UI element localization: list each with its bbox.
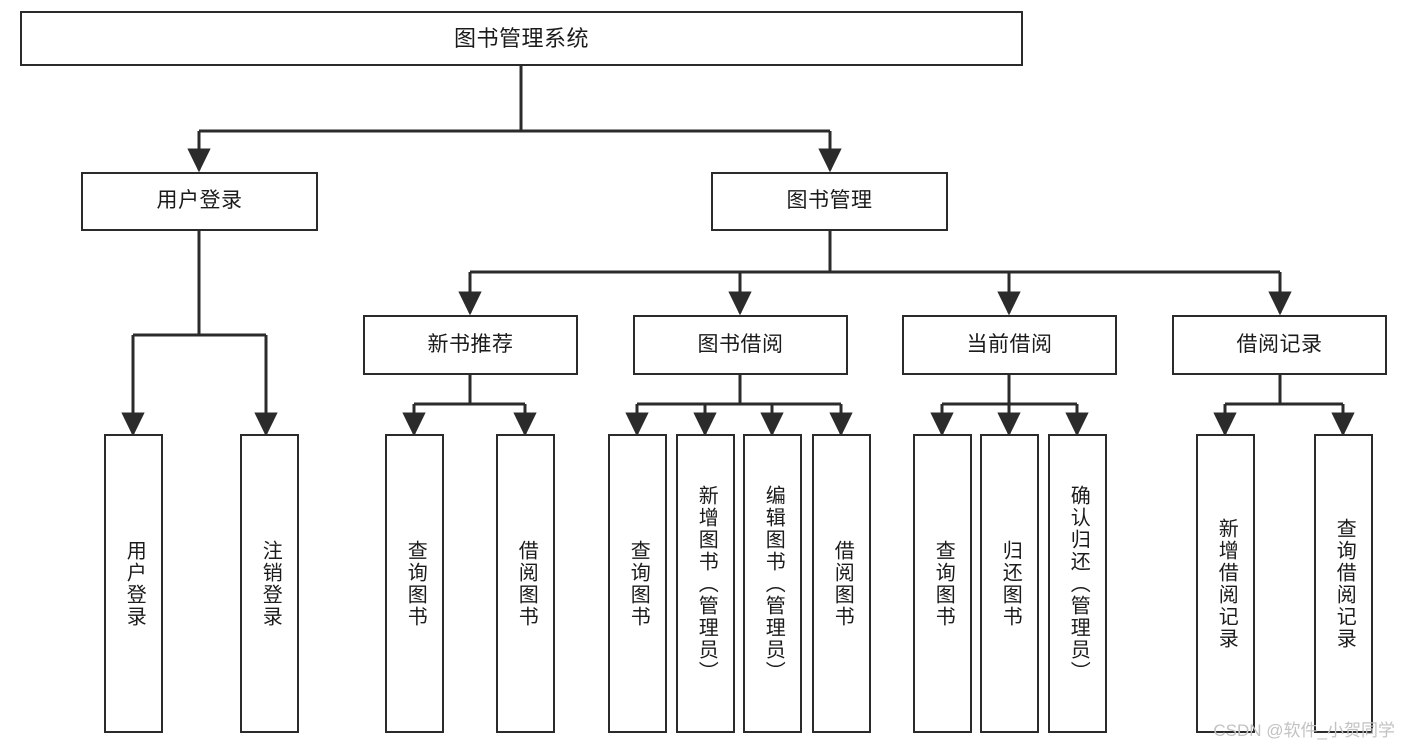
node-leaf-return-book[interactable]: 归还图书: [980, 434, 1039, 733]
node-leaf-confirm-return[interactable]: 确认归还（管理员）: [1048, 434, 1107, 733]
node-borrow-record[interactable]: 借阅记录: [1172, 315, 1387, 375]
node-leaf-query-book-1-label: 查询图书: [404, 539, 427, 628]
node-leaf-add-record-label: 新增借阅记录: [1215, 517, 1238, 650]
node-user-login-label: 用户登录: [156, 189, 243, 213]
node-leaf-return-book-label: 归还图书: [999, 539, 1022, 628]
node-leaf-user-login[interactable]: 用户登录: [104, 434, 163, 733]
node-leaf-query-book-1[interactable]: 查询图书: [385, 434, 444, 733]
node-leaf-user-login-label: 用户登录: [123, 539, 146, 628]
node-leaf-add-book-label: 新增图书（管理员）: [695, 484, 718, 683]
node-leaf-query-book-3[interactable]: 查询图书: [913, 434, 972, 733]
node-leaf-borrow-book-1[interactable]: 借阅图书: [496, 434, 555, 733]
node-root[interactable]: 图书管理系统: [20, 11, 1023, 66]
node-book-borrow[interactable]: 图书借阅: [633, 315, 848, 375]
node-user-login[interactable]: 用户登录: [81, 172, 318, 231]
node-leaf-add-book[interactable]: 新增图书（管理员）: [676, 434, 735, 733]
node-current-borrow-label: 当前借阅: [966, 332, 1053, 356]
node-borrow-record-label: 借阅记录: [1236, 332, 1323, 356]
node-root-label: 图书管理系统: [453, 25, 589, 51]
node-current-borrow[interactable]: 当前借阅: [902, 315, 1117, 375]
node-leaf-logout-label: 注销登录: [259, 539, 282, 628]
node-leaf-confirm-return-label: 确认归还（管理员）: [1067, 484, 1090, 683]
node-leaf-add-record[interactable]: 新增借阅记录: [1196, 434, 1255, 733]
node-leaf-query-record[interactable]: 查询借阅记录: [1314, 434, 1373, 733]
node-leaf-edit-book[interactable]: 编辑图书（管理员）: [743, 434, 802, 733]
node-book-borrow-label: 图书借阅: [697, 332, 784, 356]
node-leaf-edit-book-label: 编辑图书（管理员）: [762, 484, 785, 683]
node-leaf-logout[interactable]: 注销登录: [240, 434, 299, 733]
node-book-manage-label: 图书管理: [786, 189, 873, 213]
node-leaf-borrow-book-2-label: 借阅图书: [831, 539, 854, 628]
node-leaf-borrow-book-1-label: 借阅图书: [515, 539, 538, 628]
node-new-book-rec[interactable]: 新书推荐: [363, 315, 578, 375]
node-leaf-borrow-book-2[interactable]: 借阅图书: [812, 434, 871, 733]
node-leaf-query-book-2[interactable]: 查询图书: [608, 434, 667, 733]
node-book-manage[interactable]: 图书管理: [711, 172, 948, 231]
node-leaf-query-book-3-label: 查询图书: [932, 539, 955, 628]
node-new-book-rec-label: 新书推荐: [427, 332, 514, 356]
node-leaf-query-book-2-label: 查询图书: [627, 539, 650, 628]
csdn-watermark: CSDN @软件_小贺同学: [1213, 721, 1395, 740]
node-leaf-query-record-label: 查询借阅记录: [1333, 517, 1356, 650]
